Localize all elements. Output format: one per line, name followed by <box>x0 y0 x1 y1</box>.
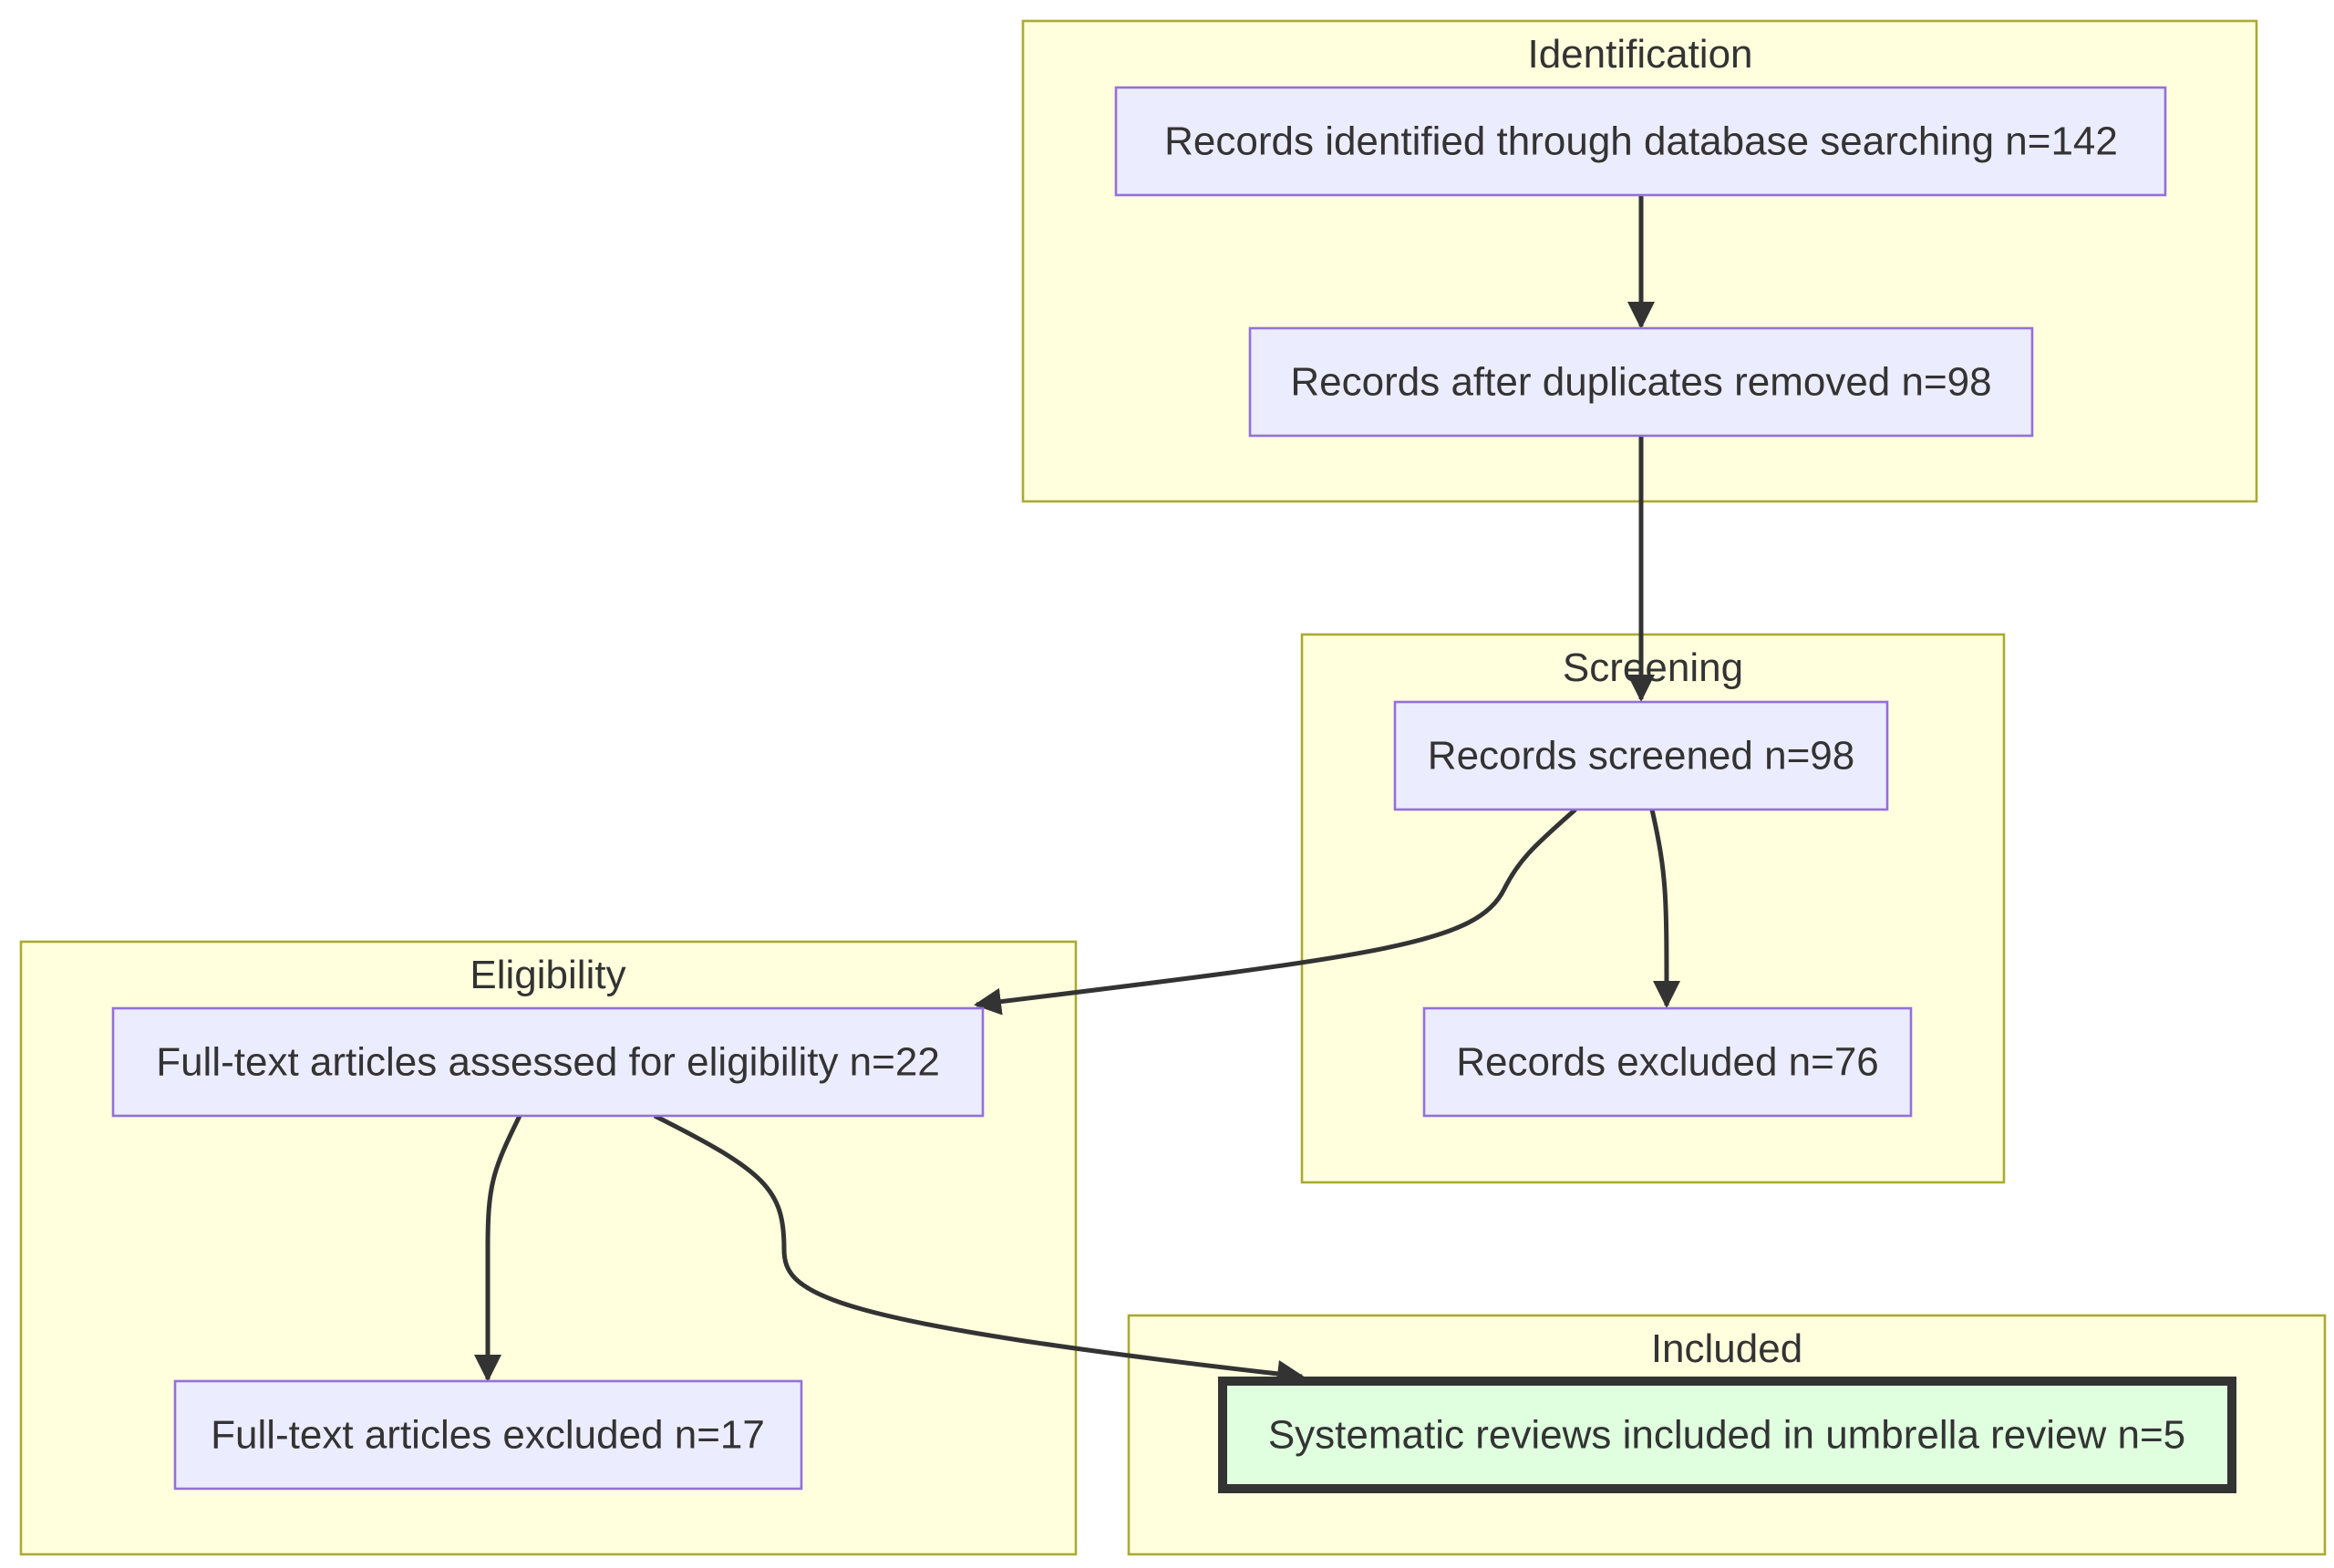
node-records-excluded: Records excluded n=76 <box>1422 1006 1913 1118</box>
node-fulltext-assessed: Full-text articles assessed for eligibil… <box>111 1006 985 1118</box>
cluster-included-title: Included <box>1651 1326 1802 1371</box>
node-reviews-included: Systematic reviews included in umbrella … <box>1218 1377 2236 1493</box>
cluster-identification-title: Identification <box>1527 32 1752 77</box>
node-records-identified-label: Records identified through database sear… <box>1164 119 2118 164</box>
node-fulltext-assessed-label: Full-text articles assessed for eligibil… <box>156 1040 940 1085</box>
edge-fulltext-to-excluded <box>474 1114 522 1382</box>
node-duplicates-removed: Records after duplicates removed n=98 <box>1248 326 2034 438</box>
node-duplicates-removed-label: Records after duplicates removed n=98 <box>1290 360 1991 405</box>
node-records-excluded-label: Records excluded n=76 <box>1456 1040 1879 1085</box>
cluster-screening-title: Screening <box>1563 645 1743 690</box>
node-reviews-included-label: Systematic reviews included in umbrella … <box>1268 1413 2185 1458</box>
cluster-eligibility-title: Eligibility <box>470 953 625 997</box>
edge-fulltext-to-included <box>653 1113 1305 1387</box>
node-fulltext-excluded: Full-text articles excluded n=17 <box>173 1379 803 1491</box>
node-fulltext-excluded-label: Full-text articles excluded n=17 <box>211 1413 765 1458</box>
node-records-identified: Records identified through database sear… <box>1114 86 2167 197</box>
edge-screened-to-excluded <box>1649 809 1680 1008</box>
node-records-screened: Records screened n=98 <box>1393 700 1889 811</box>
edge-screened-to-fulltext <box>974 808 1577 1016</box>
node-records-screened-label: Records screened n=98 <box>1428 734 1854 779</box>
